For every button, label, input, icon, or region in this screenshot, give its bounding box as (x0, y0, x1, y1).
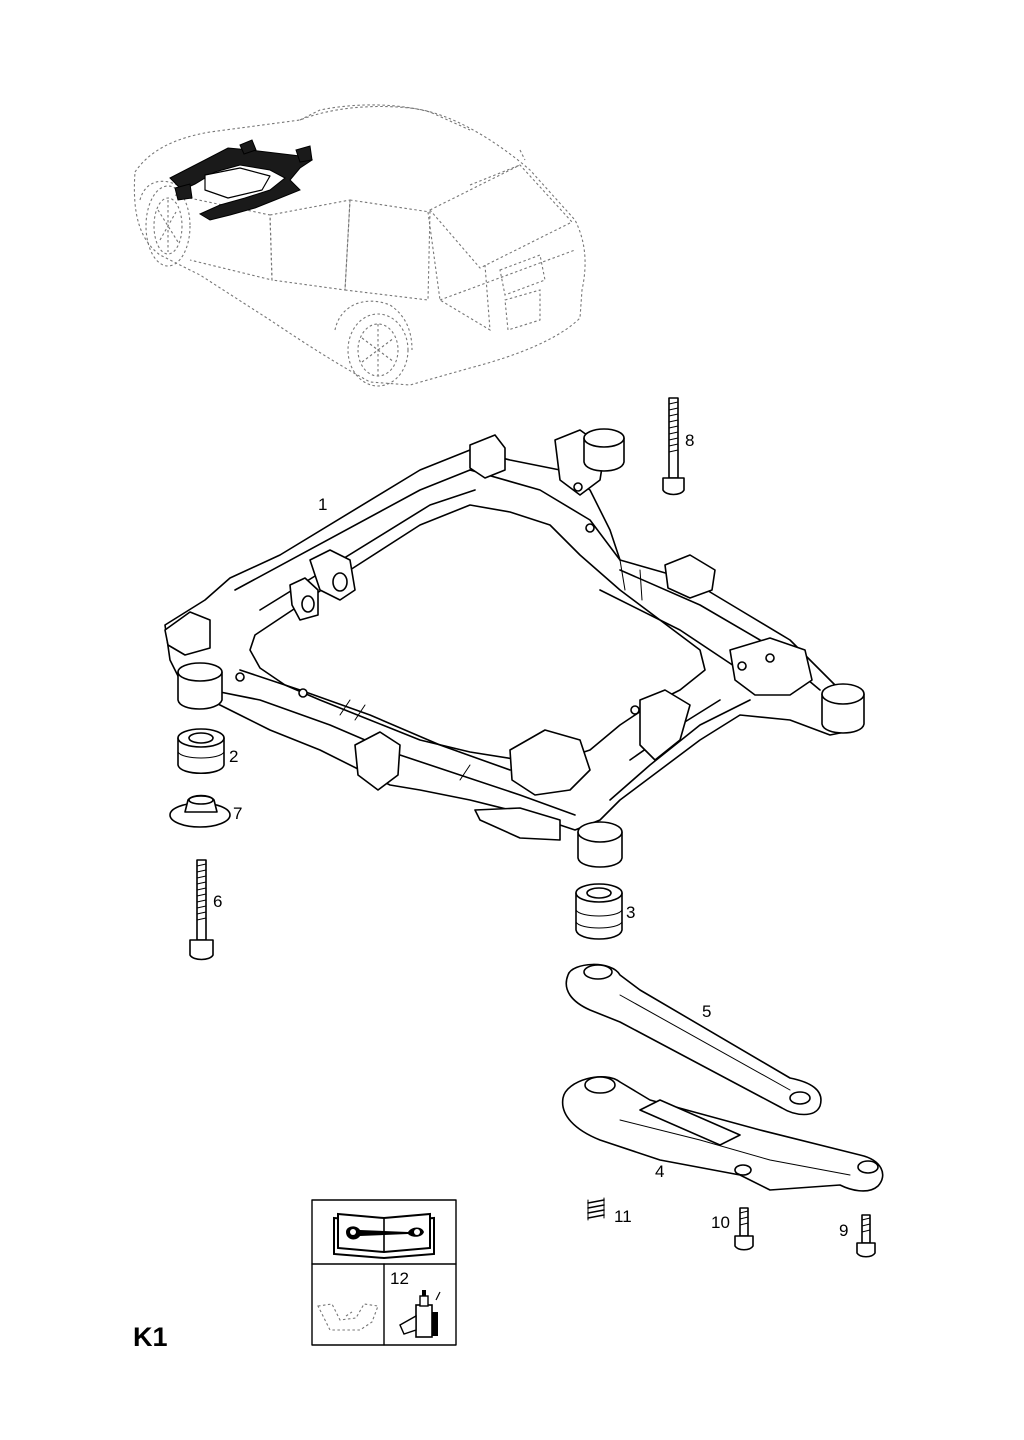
sheet-code: K1 (133, 1322, 168, 1352)
callout-2: 2 (229, 747, 238, 766)
bushing-2 (177, 728, 225, 774)
tool-outline-icon (317, 1303, 379, 1331)
lubricant-bottle-icon (399, 1290, 441, 1338)
callout-3: 3 (626, 903, 635, 922)
callout-9: 9 (839, 1221, 848, 1240)
legend-box: 12 (311, 1199, 457, 1346)
bushing-3 (575, 883, 623, 940)
bolt-8 (662, 397, 685, 496)
callout-6: 6 (213, 892, 222, 911)
callout-12: 12 (390, 1269, 409, 1288)
callout-11: 11 (614, 1207, 632, 1226)
callout-1: 1 (318, 495, 327, 514)
bolt-9 (856, 1214, 876, 1258)
spring-11 (587, 1197, 605, 1221)
bolt-10 (734, 1207, 754, 1251)
strut-arm-5 (565, 963, 822, 1116)
callout-4: 4 (655, 1162, 664, 1181)
front-subframe (164, 428, 865, 868)
callout-5: 5 (702, 1002, 711, 1021)
washer-7 (169, 794, 231, 828)
callout-8: 8 (685, 431, 694, 450)
bolt-6 (189, 859, 214, 961)
callout-7: 7 (233, 804, 242, 823)
control-arm-4 (561, 1076, 884, 1192)
callout-10: 10 (711, 1213, 730, 1232)
callout-labels: 1 2 3 4 5 6 7 8 9 10 11 (213, 431, 848, 1240)
repair-manual-icon (333, 1212, 435, 1260)
car-overview-illustration (133, 104, 586, 387)
